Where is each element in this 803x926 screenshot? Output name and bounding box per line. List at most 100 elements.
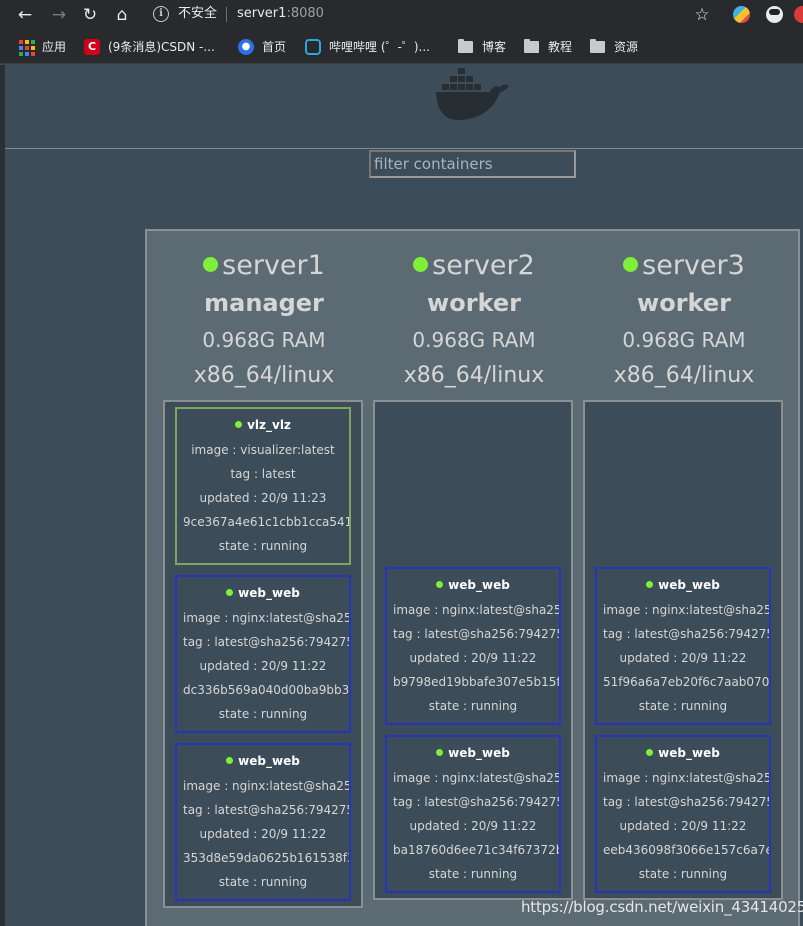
bookmark-folder-blog[interactable]: 博客 (458, 30, 506, 64)
node-tasks-container: web_web image : nginx:latest@sha256:7 ta… (373, 400, 573, 900)
task-tag: tag : latest@sha256:794275d96 (183, 803, 349, 817)
bookmark-folder-tutorial[interactable]: 教程 (524, 30, 572, 64)
task-id: 353d8e59da0625b161538f396 (183, 851, 349, 865)
task-name: web_web (597, 745, 769, 761)
task-name: web_web (177, 585, 349, 601)
task-image: image : nginx:latest@sha256:7 (393, 603, 559, 617)
task-card[interactable]: web_web image : nginx:latest@sha256:7 ta… (595, 567, 771, 725)
bookmark-label: 博客 (482, 40, 507, 54)
baidu-icon: ● (238, 39, 254, 55)
task-name: web_web (177, 753, 349, 769)
node-os: x86_64/linux (403, 363, 545, 388)
task-image: image : nginx:latest@sha256:7 (183, 611, 349, 625)
task-state: state : running (638, 867, 728, 881)
task-image: image : nginx:latest@sha256:7 (393, 771, 559, 785)
task-image: image : nginx:latest@sha256:7 (603, 603, 769, 617)
bookmark-label: 哔哩哔哩 (゜-゜)... (329, 40, 430, 54)
node-server2: server2 worker 0.968G RAM x86_64/linux w… (369, 231, 579, 926)
node-os: x86_64/linux (193, 363, 335, 388)
bookmark-home[interactable]: ● 首页 (238, 30, 286, 64)
docker-whale-logo-icon (436, 68, 509, 120)
csdn-watermark: https://blog.csdn.net/weixin_43414025 (521, 898, 803, 916)
task-tag: tag : latest (230, 467, 296, 481)
task-image: image : nginx:latest@sha256:7 (183, 779, 349, 793)
task-id: eeb436098f3066e157c6a7e71 (603, 843, 769, 857)
task-updated: updated : 20/9 11:22 (619, 819, 747, 833)
task-card[interactable]: web_web image : nginx:latest@sha256:7 ta… (385, 735, 561, 893)
node-name: server3 (579, 249, 789, 283)
address-bar[interactable]: server1:8080 (237, 5, 324, 23)
node-role: worker (637, 289, 731, 317)
task-card[interactable]: vlz_vlz image : visualizer:latest tag : … (175, 407, 351, 565)
task-card[interactable]: web_web image : nginx:latest@sha256:7 ta… (595, 735, 771, 893)
task-status-dot (646, 749, 654, 756)
reload-icon[interactable]: ↻ (82, 5, 98, 25)
back-arrow-icon[interactable]: ← (17, 5, 33, 25)
task-status-dot (226, 757, 234, 764)
task-name: vlz_vlz (177, 417, 349, 433)
bookmark-apps[interactable]: 应用 (18, 30, 66, 64)
node-name: server2 (369, 249, 579, 283)
task-id: 9ce367a4e61c1cbb1cca541748 (183, 515, 349, 529)
task-tag: tag : latest@sha256:794275d96 (393, 795, 559, 809)
url-separator (226, 7, 227, 22)
task-tag: tag : latest@sha256:794275d96 (183, 635, 349, 649)
task-status-dot (235, 421, 243, 428)
forward-arrow-icon[interactable]: → (51, 5, 67, 25)
task-status-dot (436, 749, 444, 756)
task-card[interactable]: web_web image : nginx:latest@sha256:7 ta… (385, 567, 561, 725)
bookmark-csdn[interactable]: C (9条消息)CSDN -... (84, 30, 215, 64)
bookmark-label: 资源 (614, 40, 639, 54)
bookmark-label: 教程 (548, 40, 573, 54)
extension-red-icon[interactable] (794, 6, 803, 23)
bookmark-star-icon[interactable]: ☆ (694, 5, 710, 25)
node-role: manager (204, 289, 324, 317)
bookmark-label: (9条消息)CSDN -... (108, 40, 215, 54)
bookmark-bilibili[interactable]: 哔哩哔哩 (゜-゜)... (305, 30, 430, 64)
node-status-dot (203, 257, 219, 272)
task-id: 51f96a6a7eb20f6c7aab07070c (603, 675, 769, 689)
task-status-dot (646, 581, 654, 588)
extension-colorful-icon[interactable] (733, 6, 750, 23)
extension-avatar-icon[interactable] (766, 6, 783, 23)
bookmark-label: 应用 (42, 40, 67, 54)
node-ram: 0.968G RAM (622, 328, 746, 352)
browser-toolbar: ← → ↻ ⌂ i 不安全 server1:8080 ☆ (0, 0, 803, 30)
node-server1: server1 manager 0.968G RAM x86_64/linux … (159, 231, 369, 926)
bookmarks-bar: 应用 C (9条消息)CSDN -... ● 首页 哔哩哔哩 (゜-゜)... … (0, 30, 803, 64)
node-role: worker (427, 289, 521, 317)
task-updated: updated : 20/9 11:23 (199, 491, 327, 505)
task-card[interactable]: web_web image : nginx:latest@sha256:7 ta… (175, 743, 351, 901)
bookmark-folder-resources[interactable]: 资源 (590, 30, 638, 64)
folder-icon (524, 39, 539, 53)
task-updated: updated : 20/9 11:22 (199, 827, 327, 841)
bookmark-label: 首页 (262, 40, 287, 54)
node-tasks-container: vlz_vlz image : visualizer:latest tag : … (163, 400, 363, 908)
home-icon[interactable]: ⌂ (116, 5, 128, 25)
filter-containers-input[interactable] (369, 150, 576, 178)
task-updated: updated : 20/9 11:22 (619, 651, 747, 665)
task-status-dot (226, 589, 234, 596)
node-status-dot (413, 257, 429, 272)
folder-icon (590, 39, 605, 53)
node-name: server1 (159, 249, 369, 283)
node-os: x86_64/linux (613, 363, 755, 388)
site-info-icon[interactable]: i (153, 6, 169, 22)
task-image: image : visualizer:latest (191, 443, 335, 457)
node-ram: 0.968G RAM (412, 328, 536, 352)
task-card[interactable]: web_web image : nginx:latest@sha256:7 ta… (175, 575, 351, 733)
task-id: dc336b569a040d00ba9bb37fc (183, 683, 349, 697)
task-id: ba18760d6ee71c34f67372b06 (393, 843, 559, 857)
url-host: server1 (237, 6, 287, 21)
task-tag: tag : latest@sha256:794275d96 (393, 627, 559, 641)
apps-grid-icon (18, 39, 35, 56)
task-id: b9798ed19bbafe307e5b15f7a (393, 675, 559, 689)
task-name: web_web (387, 577, 559, 593)
task-state: state : running (428, 867, 518, 881)
insecure-label[interactable]: 不安全 (178, 6, 218, 21)
node-status-dot (623, 257, 639, 272)
task-name: web_web (597, 577, 769, 593)
left-edge (0, 65, 5, 926)
header-divider (5, 148, 803, 149)
task-updated: updated : 20/9 11:22 (199, 659, 327, 673)
